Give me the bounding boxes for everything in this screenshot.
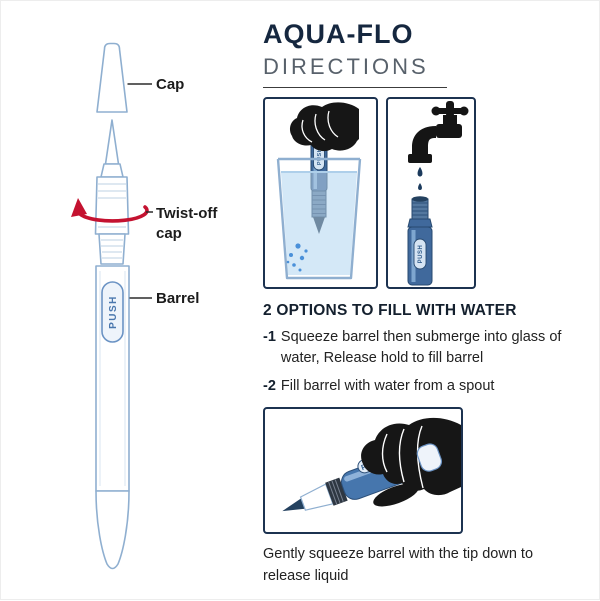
glass-fill-illustration: PUSH — [276, 102, 362, 280]
page-title: AQUA-FLO — [263, 19, 414, 49]
glass-outline — [276, 157, 362, 280]
faucet-fill-illustration: PUSH — [407, 101, 469, 286]
pen-rear-end — [416, 443, 443, 472]
pen-diagram: PUSH Cap Twist-off cap Barrel — [1, 1, 251, 601]
step-1: -1 Squeeze barrel then submerge into gla… — [263, 327, 565, 369]
pen-tail — [95, 490, 130, 570]
water-overlay — [281, 172, 357, 275]
step-1-number: -1 — [263, 329, 276, 345]
twist-off-cap-label: Twist-off cap — [156, 205, 218, 243]
fill-options-panels: PUSH — [263, 97, 575, 289]
water-drops — [417, 167, 423, 190]
bubbles — [286, 243, 308, 272]
options-heading: 2 OPTIONS TO FILL WITH WATER — [263, 302, 517, 319]
page-subtitle: DIRECTIONS — [263, 52, 447, 88]
hand-icon — [289, 102, 359, 152]
glass-fill-panel: PUSH — [263, 97, 378, 289]
squeeze-illustration: PUSH — [282, 417, 461, 512]
faucet-fill-panel: PUSH — [386, 97, 476, 289]
pen-collar — [100, 163, 124, 178]
directions-section: AQUA-FLO DIRECTIONS PUSH — [263, 19, 575, 588]
push-button: PUSH — [101, 281, 124, 343]
hand-icon — [361, 417, 461, 507]
faucet-icon — [408, 101, 469, 163]
barrel-label: Barrel — [156, 290, 200, 307]
squeeze-panel: PUSH — [263, 407, 463, 535]
pen-twist-cap — [94, 176, 130, 235]
pen-under-faucet: PUSH — [407, 196, 433, 286]
push-button-label: PUSH — [317, 148, 323, 165]
pen-texture — [98, 183, 126, 486]
push-button-label: PUSH — [108, 295, 119, 329]
leader-lines — [127, 83, 153, 299]
pen-illustration: PUSH — [71, 42, 153, 570]
step-1-text: Squeeze barrel then submerge into glass … — [280, 329, 562, 367]
pen-brush-tip — [104, 119, 120, 165]
cap-label: Cap — [156, 76, 185, 93]
pen-cap — [96, 42, 128, 113]
push-button-label: PUSH — [418, 245, 424, 264]
usage-caption: Gently squeeze barrel with the tip down … — [263, 546, 534, 584]
step-2-number: -2 — [263, 378, 276, 395]
step-2-text: Fill barrel with water from a spout — [280, 378, 495, 395]
pen-rings — [98, 233, 126, 265]
step-2: -2 Fill barrel with water from a spout — [263, 376, 565, 397]
